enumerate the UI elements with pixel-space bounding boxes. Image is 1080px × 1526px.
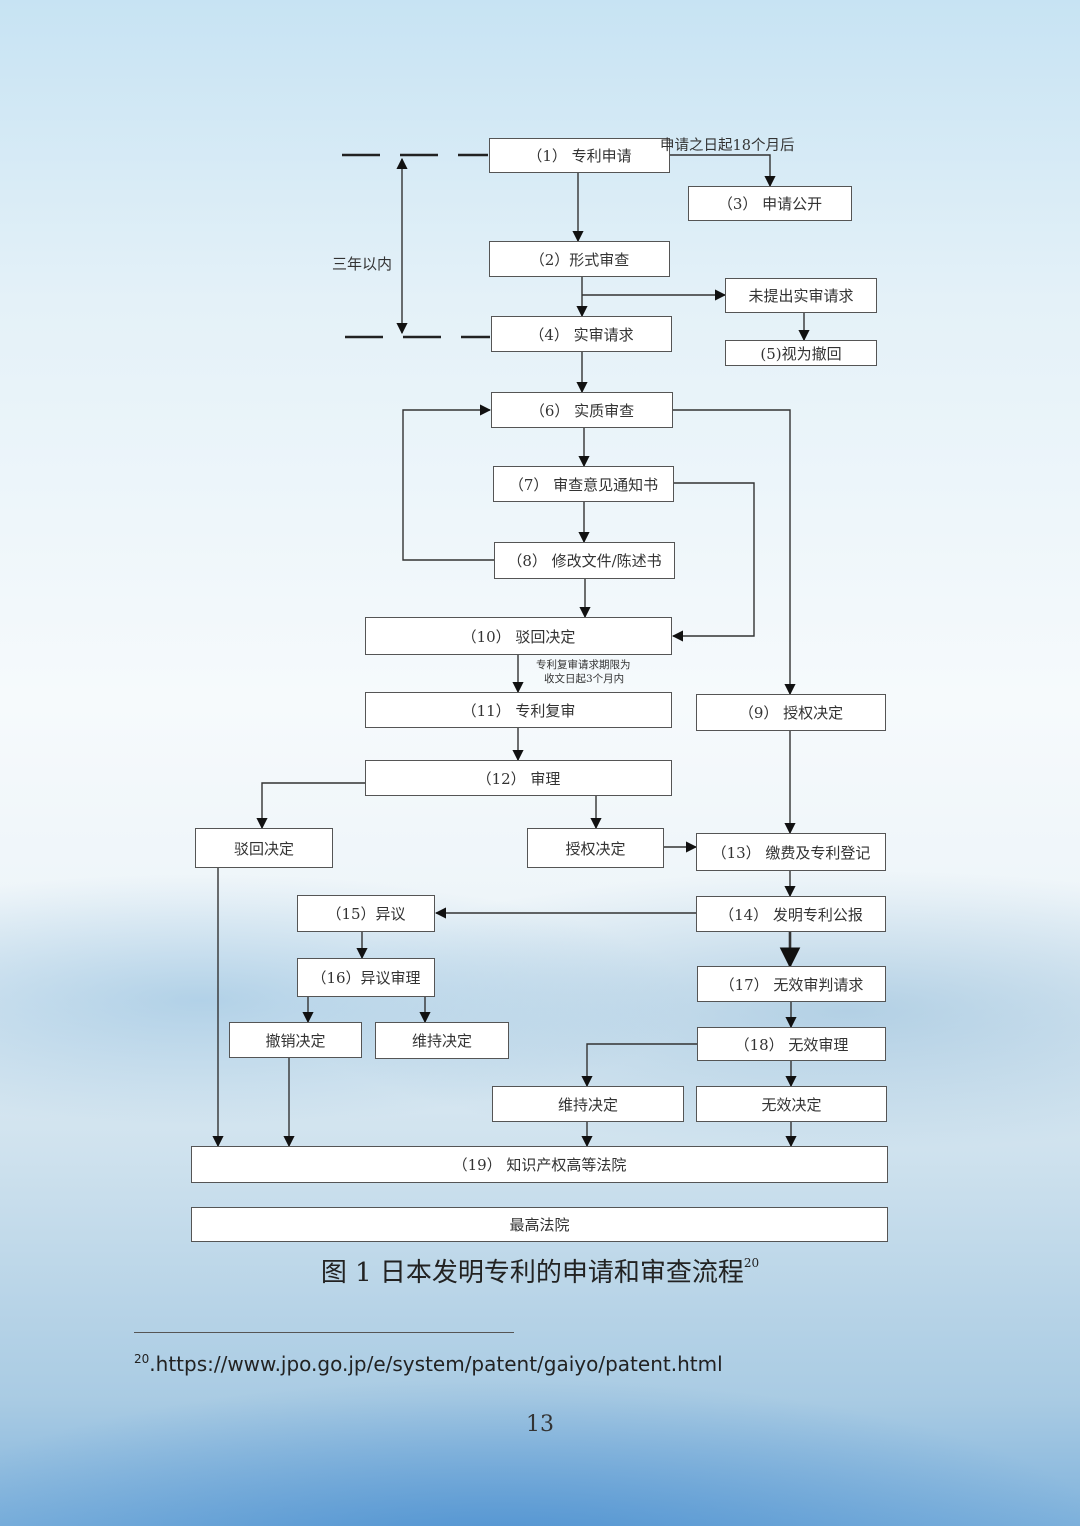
box-amendment-statement: （8） 修改文件/陈述书 [494, 542, 675, 579]
box-maintain-decision-opposition: 维持决定 [375, 1022, 509, 1059]
figure-caption-footnote-ref: 20 [743, 1256, 760, 1270]
box-invalidation-trial: （18） 无效审理 [697, 1027, 886, 1061]
box-formal-examination: （2）形式审查 [489, 241, 670, 277]
box-patent-gazette: （14） 发明专利公报 [696, 896, 886, 932]
footnote: 20.https://www.jpo.go.jp/e/system/patent… [134, 1352, 723, 1376]
box-invalidation-request: （17） 无效审判请求 [697, 966, 886, 1002]
box-no-exam-request: 未提出实审请求 [725, 278, 877, 313]
box-patent-application: （1） 专利申请 [489, 138, 670, 173]
box-appeal-rejection: 驳回决定 [195, 828, 333, 868]
figure-caption-text: 图 1 日本发明专利的申请和审查流程 [320, 1258, 744, 1288]
box-rejection-decision: （10） 驳回决定 [365, 617, 672, 655]
footnote-marker: 20 [134, 1352, 150, 1366]
box-patent-appeal: （11） 专利复审 [365, 692, 672, 728]
box-exam-request: （4） 实审请求 [491, 316, 672, 352]
box-ip-high-court: （19） 知识产权高等法院 [191, 1146, 888, 1183]
box-deemed-withdrawn: (5)视为撤回 [725, 340, 877, 366]
box-invalidation-decision: 无效决定 [696, 1086, 887, 1122]
box-substantive-examination: （6） 实质审查 [491, 392, 673, 428]
box-office-action: （7） 审查意见通知书 [493, 466, 674, 502]
figure-caption: 图 1 日本发明专利的申请和审查流程20 [0, 1252, 1080, 1289]
box-revocation-decision: 撤销决定 [229, 1022, 362, 1058]
appeal-deadline-note-line1: 专利复审请求期限为 [536, 659, 631, 671]
box-appeal-grant: 授权决定 [527, 828, 664, 868]
footnote-url: .https://www.jpo.go.jp/e/system/patent/g… [149, 1352, 723, 1376]
three-year-limit-label: 三年以内 [332, 255, 393, 273]
box-opposition: （15）异议 [297, 895, 435, 932]
footnote-rule [134, 1332, 514, 1333]
box-fee-registration: （13） 缴费及专利登记 [696, 833, 886, 871]
box-trial: （12） 审理 [365, 760, 672, 796]
box-application-publication: （3） 申请公开 [688, 186, 852, 221]
page-number: 13 [526, 1412, 554, 1437]
box-grant-decision: （9） 授权决定 [696, 694, 886, 731]
appeal-deadline-note-line2: 收文日起3个月内 [544, 673, 625, 685]
box-maintain-decision-invalidation: 维持决定 [492, 1086, 684, 1122]
box-opposition-trial: （16）异议审理 [297, 958, 435, 997]
box-supreme-court: 最高法院 [191, 1207, 888, 1242]
publication-timing-note: 申请之日起18个月后 [660, 138, 795, 154]
